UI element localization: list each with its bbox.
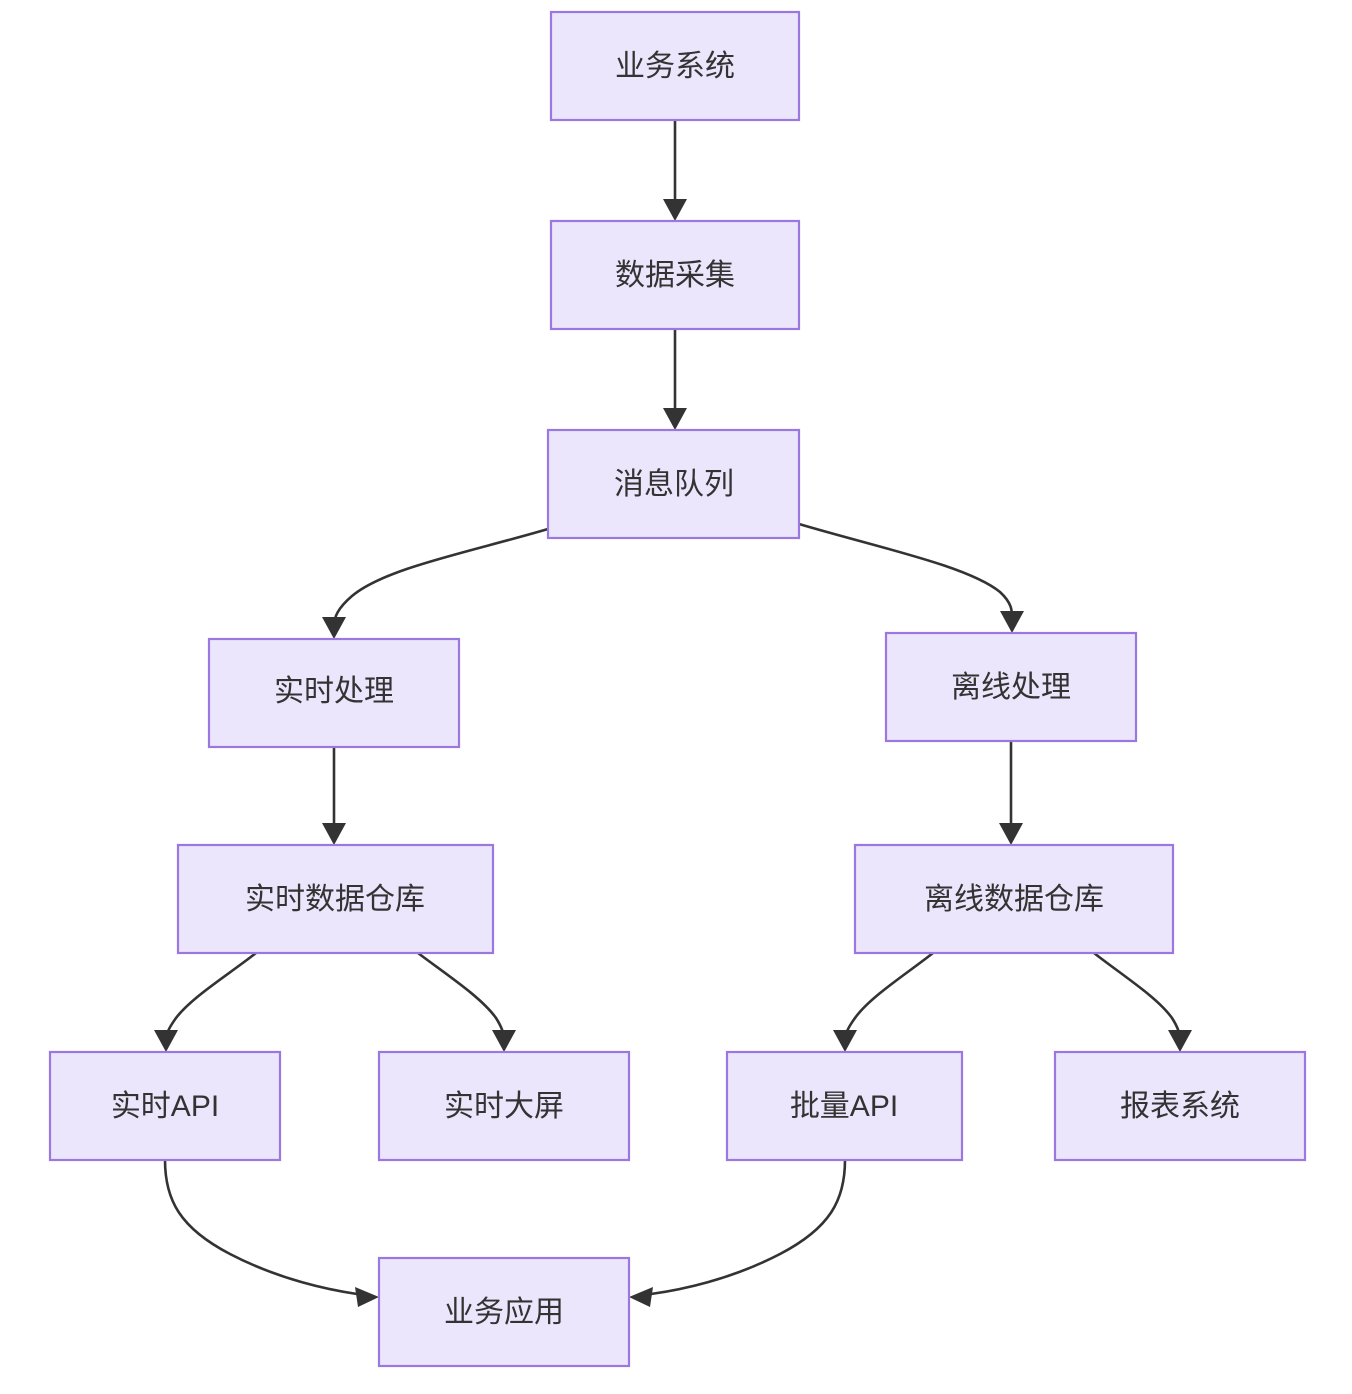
- node-realtime-api[interactable]: 实时API: [48, 1050, 282, 1162]
- edge-batch-api-to-business-application: [629, 1159, 847, 1307]
- node-label-realtime-dashboard: 实时大屏: [444, 1090, 564, 1123]
- arrow-head-icon: [492, 1030, 516, 1052]
- edge-realtime-warehouse-to-realtime-api: [154, 951, 257, 1052]
- edge-offline-processing-to-offline-warehouse: [999, 741, 1023, 845]
- node-label-offline-warehouse: 离线数据仓库: [924, 883, 1104, 916]
- arrow-head-icon: [1000, 611, 1024, 633]
- node-label-realtime-warehouse: 实时数据仓库: [245, 883, 425, 916]
- edge-offline-warehouse-to-report-system: [1093, 951, 1192, 1052]
- node-offline-warehouse[interactable]: 离线数据仓库: [853, 843, 1175, 955]
- node-offline-processing[interactable]: 离线处理: [884, 631, 1138, 743]
- node-message-queue[interactable]: 消息队列: [546, 428, 801, 540]
- node-label-offline-processing: 离线处理: [951, 671, 1071, 704]
- node-batch-api[interactable]: 批量API: [725, 1050, 964, 1162]
- arrow-head-icon: [663, 199, 687, 221]
- node-business-application[interactable]: 业务应用: [377, 1256, 631, 1368]
- edge-realtime-api-to-business-application: [163, 1159, 379, 1307]
- node-label-realtime-processing: 实时处理: [274, 675, 394, 708]
- node-report-system[interactable]: 报表系统: [1053, 1050, 1307, 1162]
- edge-message-queue-to-realtime-processing: [322, 527, 549, 639]
- node-realtime-warehouse[interactable]: 实时数据仓库: [176, 843, 495, 955]
- arrow-head-icon: [629, 1287, 653, 1307]
- node-data-collection[interactable]: 数据采集: [549, 219, 801, 331]
- edge-business-system-to-data-collection: [663, 120, 687, 221]
- node-realtime-dashboard[interactable]: 实时大屏: [377, 1050, 631, 1162]
- edge-realtime-processing-to-realtime-warehouse: [322, 747, 346, 845]
- arrow-head-icon: [833, 1030, 857, 1052]
- arrow-head-icon: [322, 617, 346, 639]
- arrow-head-icon: [999, 823, 1023, 845]
- edge-realtime-warehouse-to-realtime-dashboard: [417, 951, 516, 1052]
- node-label-message-queue: 消息队列: [614, 468, 734, 501]
- arrow-head-icon: [355, 1287, 379, 1307]
- node-label-report-system: 报表系统: [1120, 1090, 1240, 1123]
- node-label-business-application: 业务应用: [444, 1296, 564, 1329]
- arrow-head-icon: [322, 823, 346, 845]
- node-label-batch-api: 批量API: [790, 1090, 898, 1123]
- edge-layer: [154, 120, 1192, 1307]
- node-layer: 业务系统 数据采集 消息队列 实时处理 离线处理 实时数据仓库: [48, 10, 1307, 1368]
- edge-data-collection-to-message-queue: [663, 329, 687, 430]
- arrow-head-icon: [1168, 1030, 1192, 1052]
- arrow-head-icon: [663, 408, 687, 430]
- node-label-business-system: 业务系统: [615, 50, 735, 83]
- edge-message-queue-to-offline-processing: [798, 522, 1024, 633]
- node-label-data-collection: 数据采集: [615, 259, 735, 292]
- node-business-system[interactable]: 业务系统: [549, 10, 801, 122]
- edge-offline-warehouse-to-batch-api: [833, 951, 934, 1052]
- node-realtime-processing[interactable]: 实时处理: [207, 637, 461, 749]
- node-label-realtime-api: 实时API: [111, 1090, 219, 1123]
- arrow-head-icon: [154, 1030, 178, 1052]
